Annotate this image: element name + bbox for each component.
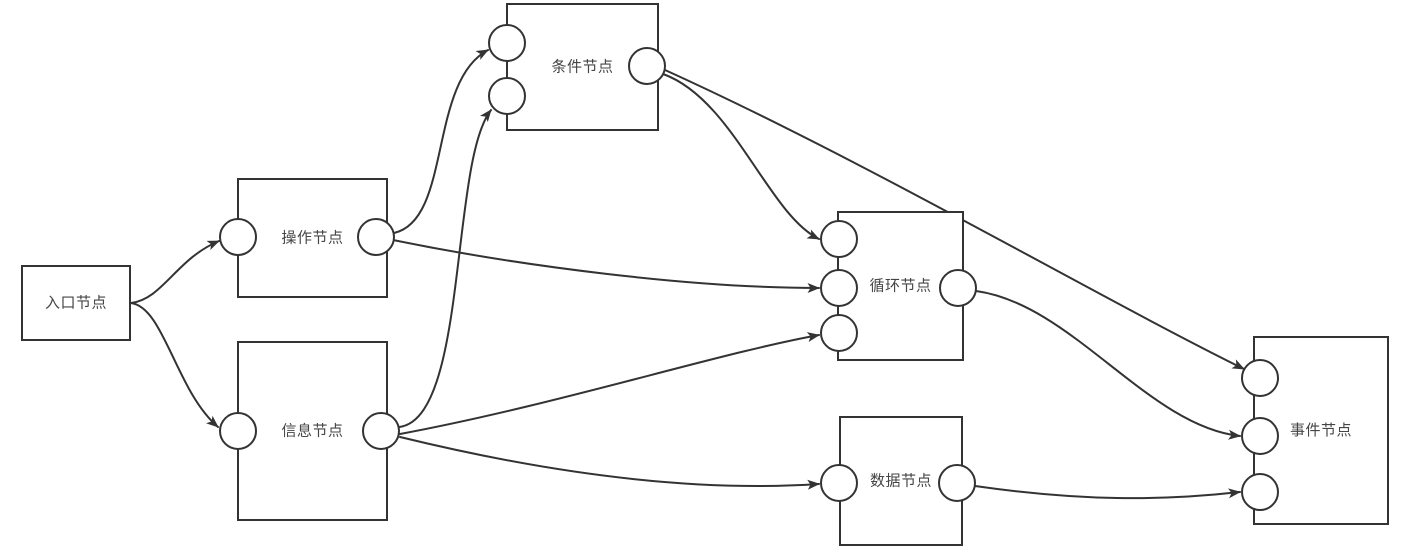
port-event-in3[interactable] xyxy=(1241,473,1279,511)
port-condition-out[interactable] xyxy=(628,47,666,85)
port-data-out[interactable] xyxy=(938,464,976,502)
edge-entry-to-info-in[interactable] xyxy=(130,302,219,428)
edge-data-out-to-event-in3[interactable] xyxy=(974,485,1241,500)
edge-info-out-to-data-in[interactable] xyxy=(399,436,820,490)
edge-entry-to-operation-in[interactable] xyxy=(130,240,220,304)
port-loop-in3[interactable] xyxy=(820,314,858,352)
edge-info-out-to-condition-in2[interactable] xyxy=(398,109,492,428)
node-label-condition: 条件节点 xyxy=(551,59,613,76)
node-label-entry: 入口节点 xyxy=(45,295,107,312)
node-label-data: 数据节点 xyxy=(870,473,932,490)
edge-operation-out-to-loop-in2[interactable] xyxy=(392,239,820,293)
port-loop-in2[interactable] xyxy=(820,269,858,307)
port-loop-out[interactable] xyxy=(939,269,977,307)
port-info-in[interactable] xyxy=(219,412,257,450)
port-layer xyxy=(219,24,1279,511)
port-loop-in1[interactable] xyxy=(820,220,858,258)
node-label-event: 事件节点 xyxy=(1290,422,1352,439)
port-event-in2[interactable] xyxy=(1241,417,1279,455)
edge-layer xyxy=(130,49,1245,500)
edge-loop-out-to-event-in2[interactable] xyxy=(975,290,1241,440)
node-entry[interactable] xyxy=(21,265,131,341)
edge-condition-out-to-loop-in1[interactable] xyxy=(662,73,820,240)
edge-condition-out-to-event-in1[interactable] xyxy=(664,69,1245,370)
port-operation-out[interactable] xyxy=(357,218,395,256)
port-data-in[interactable] xyxy=(820,464,858,502)
node-label-loop: 循环节点 xyxy=(869,278,931,295)
edge-operation-out-to-condition-in1[interactable] xyxy=(393,49,489,234)
node-label-operation: 操作节点 xyxy=(281,230,343,247)
port-operation-in[interactable] xyxy=(219,218,257,256)
edge-info-out-to-loop-in3[interactable] xyxy=(399,332,820,435)
port-event-in1[interactable] xyxy=(1241,359,1279,397)
port-info-out[interactable] xyxy=(362,412,400,450)
port-condition-in2[interactable] xyxy=(488,77,526,115)
node-label-info: 信息节点 xyxy=(281,423,343,440)
port-condition-in1[interactable] xyxy=(488,24,526,62)
